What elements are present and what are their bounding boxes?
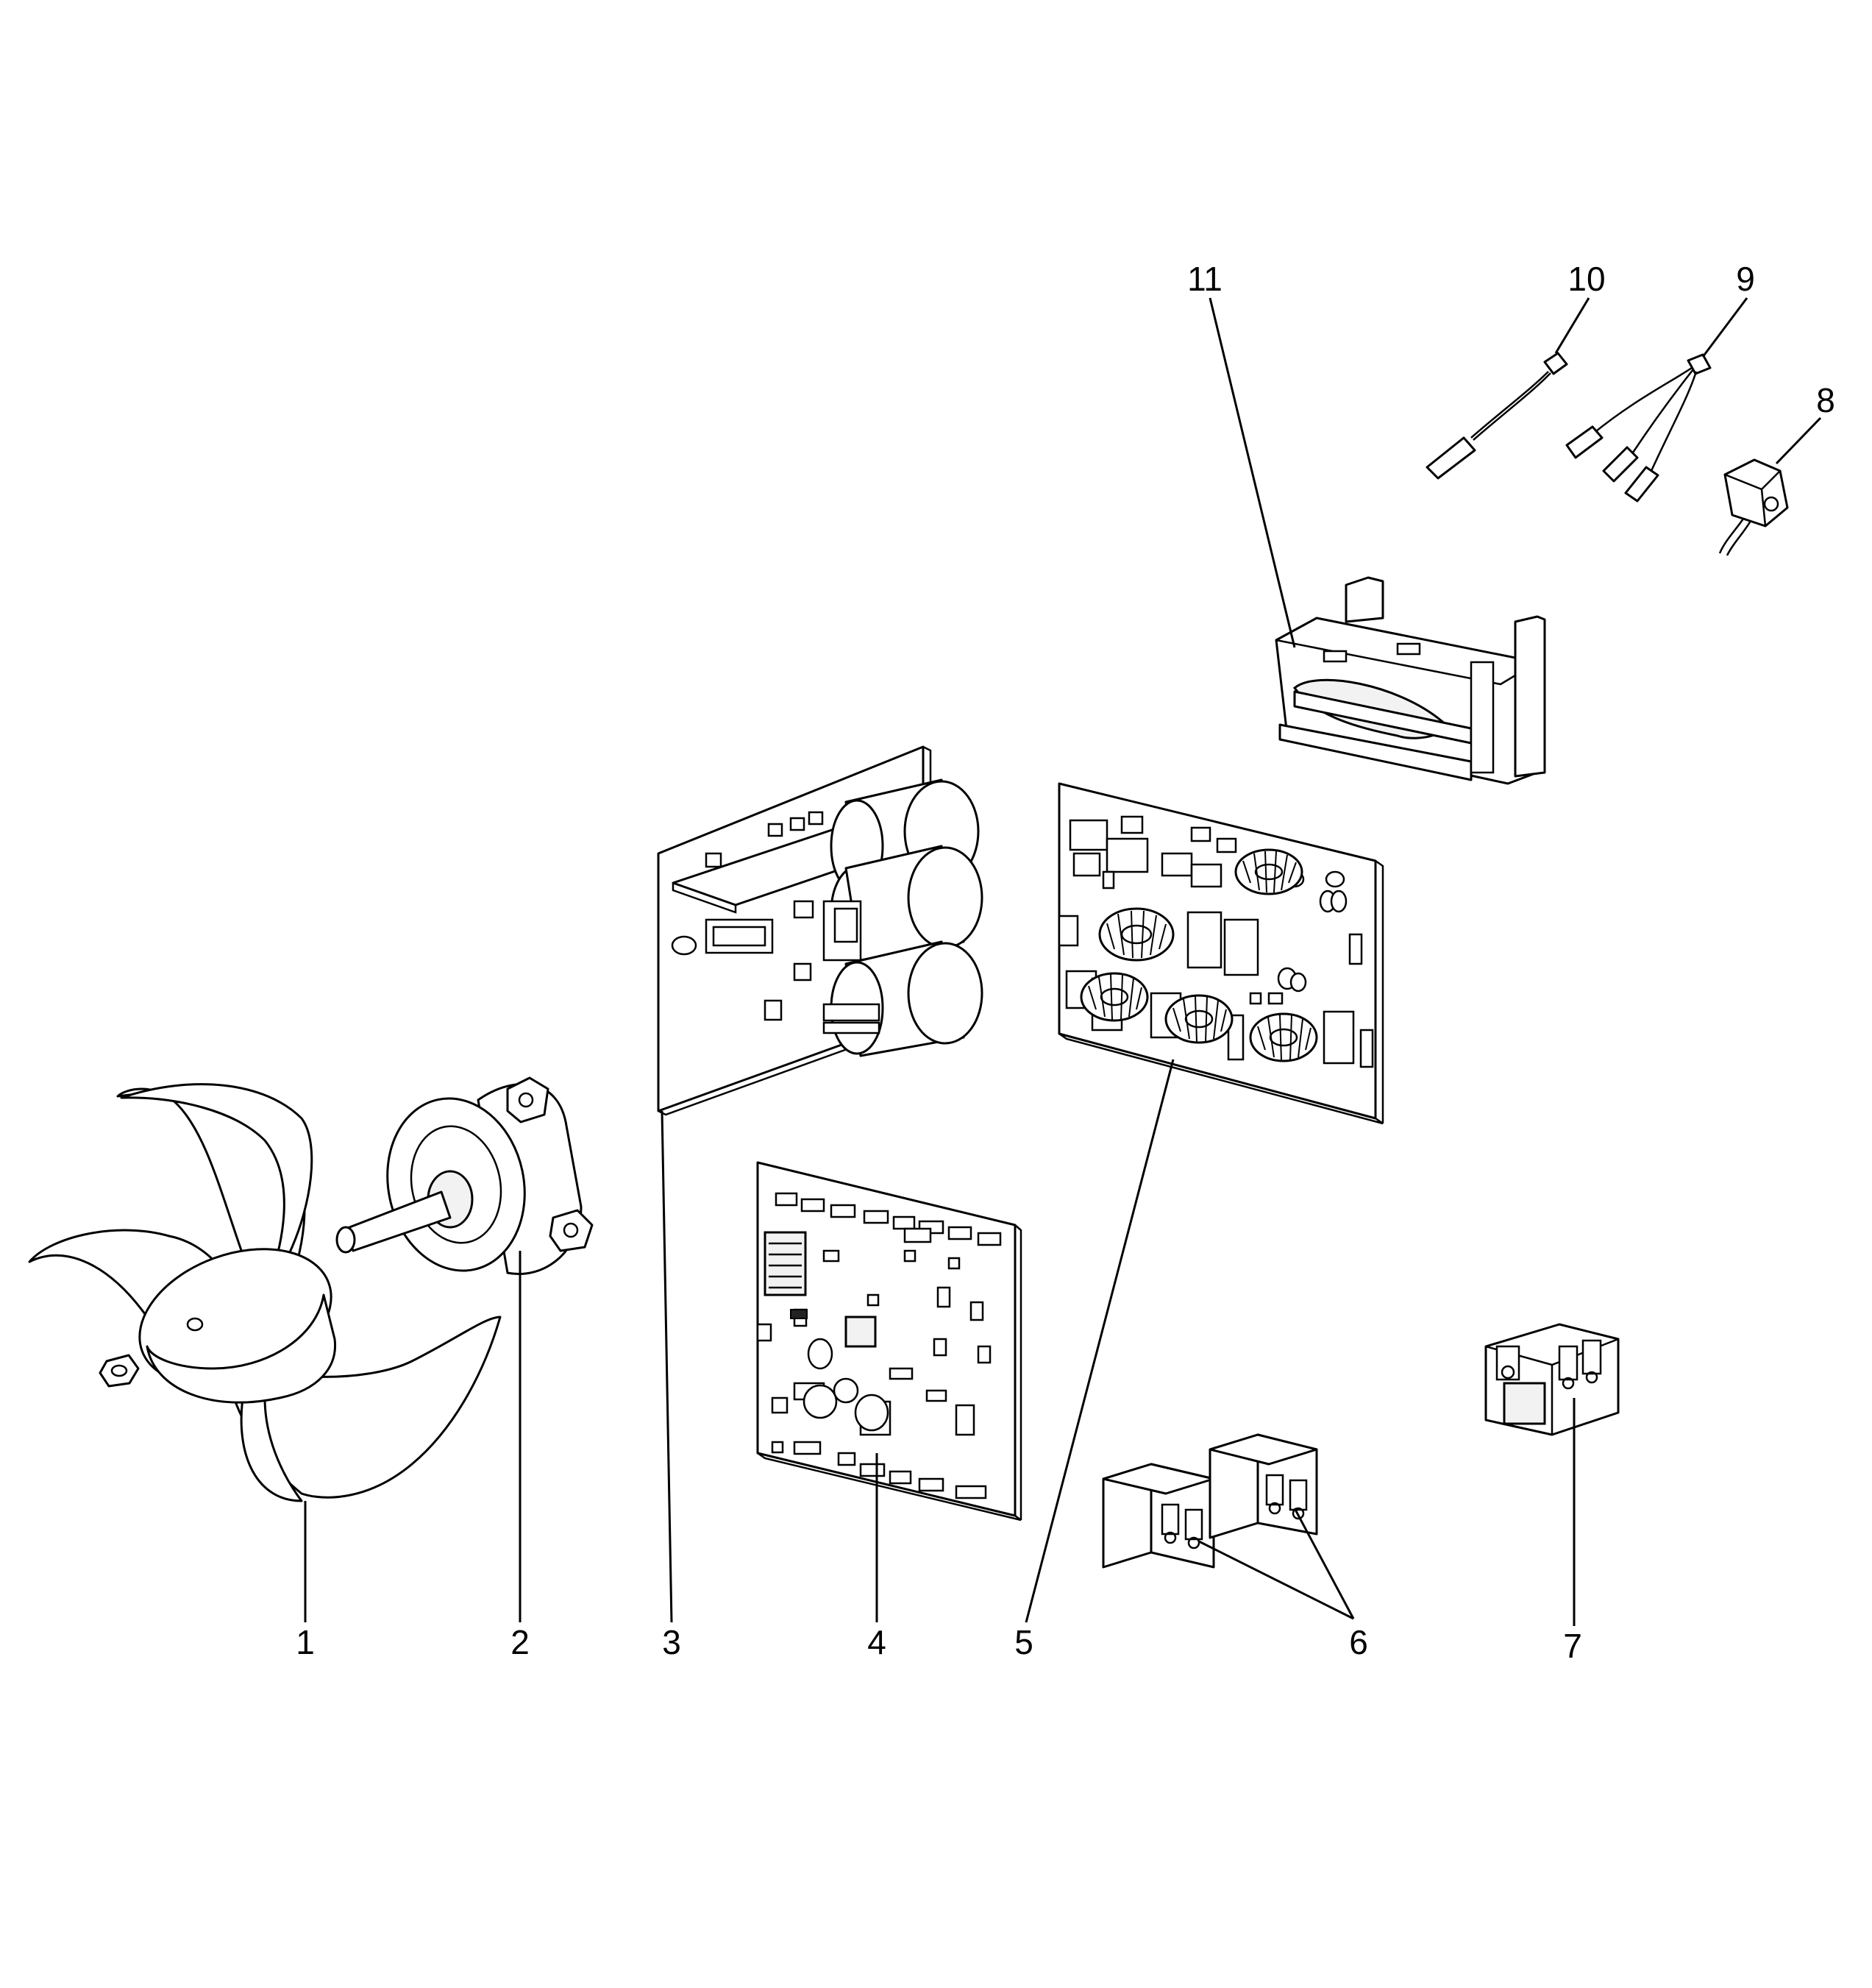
sensor-clip: [1718, 458, 1789, 556]
control-board: [756, 1161, 1022, 1522]
fan-propeller: [28, 1083, 502, 1502]
capacitor-board: [657, 745, 983, 1116]
toroid-coil-3: [1080, 972, 1149, 1022]
terminal-block-right: [1209, 1433, 1318, 1539]
callout-7: 7: [1563, 1627, 1582, 1665]
leader-3: [661, 1110, 673, 1623]
filter-board: [1058, 782, 1384, 1125]
callout-6: 6: [1349, 1623, 1368, 1661]
terminal-block-left: [1102, 1463, 1215, 1569]
motor-lug-bottom: [549, 1209, 594, 1252]
callout-9: 9: [1736, 260, 1755, 298]
motor-lug-top: [506, 1076, 549, 1123]
callout-11: 11: [1187, 260, 1223, 298]
terminal-block: [1484, 1323, 1620, 1436]
callout-5: 5: [1014, 1623, 1033, 1661]
leader-lines: [304, 297, 1822, 1626]
toroid-coil-2: [1098, 907, 1175, 962]
leader-5: [1025, 1059, 1175, 1623]
leader-10: [1554, 297, 1590, 354]
toroid-coil-5: [1249, 1012, 1318, 1062]
leader-11: [1209, 297, 1296, 648]
callout-10: 10: [1567, 260, 1605, 298]
callout-2: 2: [510, 1623, 530, 1661]
toroid-coil-4: [1164, 994, 1234, 1044]
fan-motor: [335, 1076, 594, 1275]
callout-1: 1: [296, 1623, 315, 1661]
callout-labels: 1 2 3 4 5 6 7 8 9 10 11: [296, 260, 1835, 1665]
leader-6b: [1293, 1508, 1355, 1619]
leader-8: [1775, 416, 1822, 465]
thermistor-triple: [1565, 353, 1712, 503]
callout-4: 4: [867, 1623, 886, 1661]
callout-3: 3: [662, 1623, 681, 1661]
toroid-coil-1: [1234, 848, 1303, 895]
callout-8: 8: [1816, 381, 1835, 419]
leader-6a: [1198, 1540, 1354, 1620]
terminal-block-pair: [1102, 1433, 1318, 1569]
reactor: [1275, 576, 1546, 785]
nut: [99, 1354, 140, 1388]
leader-9: [1701, 297, 1748, 358]
thermistor-single: [1426, 352, 1568, 480]
